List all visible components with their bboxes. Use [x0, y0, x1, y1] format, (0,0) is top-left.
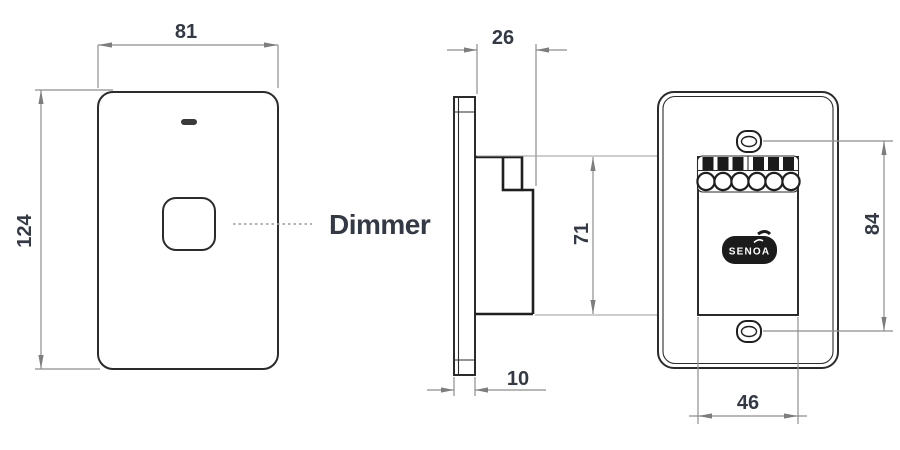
front-height-value: 124 — [14, 213, 36, 247]
dimmer-label: Dimmer — [329, 209, 431, 240]
arrowhead-left-icon — [475, 387, 488, 393]
terminal-tab — [768, 157, 779, 170]
terminal-tab — [717, 157, 729, 170]
body-height-value: 71 — [571, 223, 593, 245]
arrowhead-down-icon — [590, 300, 596, 314]
arrowhead-left-icon — [698, 413, 712, 419]
arrowhead-right-icon — [264, 42, 278, 48]
terminal-screw-icon — [713, 171, 733, 192]
arrowhead-up-icon — [590, 157, 596, 171]
screw-spacing-value: 84 — [862, 212, 884, 235]
terminal-screw-icon — [730, 171, 750, 192]
front-width-value: 81 — [175, 21, 197, 43]
side-depth-dimension: 26 — [447, 27, 567, 186]
dimmer-button — [162, 197, 216, 251]
side-body-step — [522, 188, 535, 314]
body-width-dimension: 46 — [689, 317, 807, 424]
screw-spacing-dimension: 84 — [763, 140, 893, 332]
terminal-screw-icon — [747, 171, 767, 192]
led-indicator — [181, 119, 197, 125]
back-plate-inner — [662, 95, 834, 365]
front-width-dimension: 81 — [97, 21, 279, 88]
terminal-screw-icon — [781, 171, 801, 192]
arrowhead-up-icon — [881, 141, 887, 155]
terminal-block — [696, 155, 801, 193]
mounting-screw-bottom — [736, 320, 762, 343]
arrowhead-left-icon — [98, 42, 112, 48]
body-width-value: 46 — [737, 392, 759, 414]
arrowhead-left-icon — [536, 47, 549, 53]
arrowhead-right-icon — [464, 47, 477, 53]
badge-ear — [757, 230, 772, 236]
plate-thickness-dimension: 10 — [427, 368, 546, 396]
brand-label: SENOA — [729, 247, 771, 258]
arrowhead-up-icon — [38, 90, 44, 104]
arrowhead-down-icon — [881, 317, 887, 331]
front-height-dimension: 124 — [14, 89, 113, 370]
back-view: SENOA — [657, 91, 839, 369]
terminal-tab — [732, 157, 744, 170]
terminal-screw-icon — [696, 171, 716, 192]
brand-swoosh-icon — [753, 239, 764, 244]
arrowhead-right-icon — [784, 413, 798, 419]
terminal-tab — [702, 157, 714, 170]
plate-thickness-value: 10 — [507, 368, 529, 390]
terminal-screw-icon — [764, 171, 784, 192]
terminal-clamp-profile — [501, 155, 524, 192]
arrowhead-right-icon — [441, 387, 454, 393]
side-plate — [453, 96, 476, 376]
terminal-tab — [783, 157, 794, 170]
brand-badge: SENOA — [722, 230, 777, 264]
side-depth-value: 26 — [492, 27, 514, 49]
side-view — [453, 96, 535, 376]
front-view: Dimmer — [97, 91, 431, 370]
arrowhead-down-icon — [38, 355, 44, 369]
terminal-tab — [753, 157, 764, 170]
mounting-screw-top — [736, 130, 762, 153]
